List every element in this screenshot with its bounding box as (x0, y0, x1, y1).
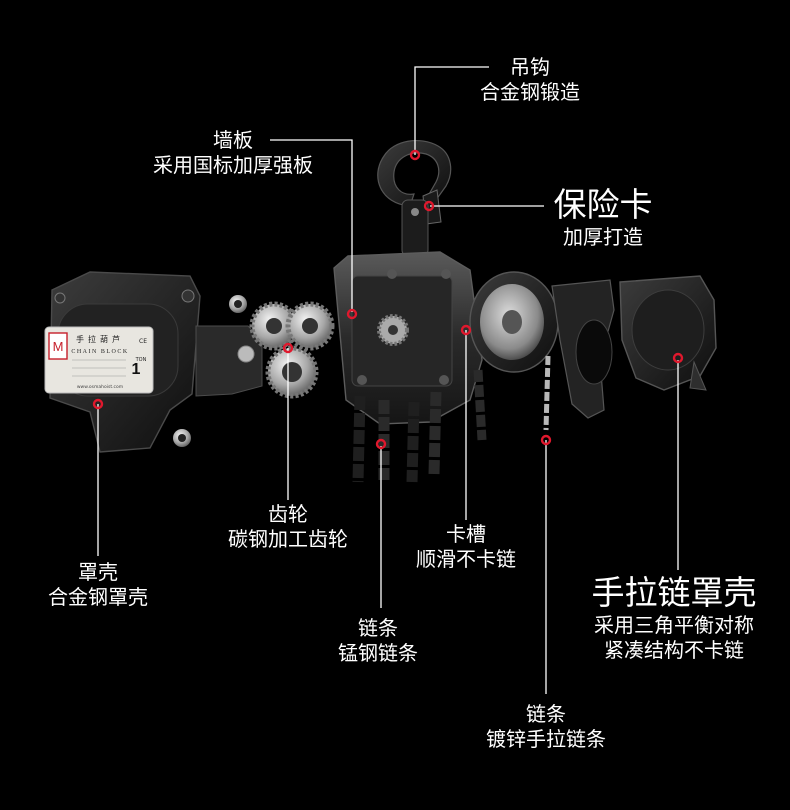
label-hook-title: 吊钩 (510, 55, 550, 79)
marker-groove (460, 324, 472, 336)
label-safety-latch-title: 保险卡 (553, 185, 653, 224)
hand-chain-wheel-part (469, 271, 559, 441)
shaft-bracket-part (173, 295, 263, 447)
label-hand-chain-cover-desc2: 紧凑结构不卡链 (604, 638, 744, 663)
label-side-plate-title: 墙板 (213, 128, 253, 152)
label-safety-latch-desc: 加厚打造 (563, 225, 643, 250)
chain-guide-part (551, 279, 615, 419)
label-hand-chain: 链条 镀锌手拉链条 (466, 702, 626, 752)
marker-cover (92, 398, 104, 410)
label-groove-title: 卡槽 (446, 522, 486, 546)
marker-gear (282, 342, 294, 354)
marker-hook (409, 149, 421, 161)
label-hand-chain-cover-desc: 采用三角平衡对称 (594, 613, 754, 638)
marker-load-chain (375, 438, 387, 450)
label-hand-chain-cover: 手拉链罩壳 采用三角平衡对称 紧凑结构不卡链 (566, 572, 782, 663)
nameplate-capacity: 1 (132, 361, 141, 378)
gear-set-part (249, 301, 335, 399)
brand-logo (48, 332, 68, 360)
label-safety-latch: 保险卡 加厚打造 (548, 184, 658, 250)
nameplate-url: www.osmahoist.com (77, 384, 123, 390)
nameplate-subtitle: CHAIN BLOCK (71, 349, 128, 355)
nameplate-title: 手拉葫芦 (76, 334, 124, 344)
label-hand-chain-desc: 镀锌手拉链条 (486, 727, 606, 751)
hand-chain-part (543, 355, 551, 431)
label-cover: 罩壳 合金钢罩壳 (28, 560, 168, 610)
label-hook: 吊钩 合金钢锻造 (455, 55, 605, 105)
label-hook-desc: 合金钢锻造 (480, 80, 580, 104)
label-side-plate: 墙板 采用国标加厚强板 (128, 128, 338, 178)
nameplate-ce-mark: CE (139, 338, 147, 345)
hook-part (377, 139, 452, 257)
label-groove: 卡槽 顺滑不卡链 (396, 522, 536, 572)
callout-markers (92, 149, 684, 450)
label-gear-desc: 碳钢加工齿轮 (228, 527, 348, 551)
label-cover-desc: 合金钢罩壳 (48, 585, 148, 609)
label-hand-chain-cover-title: 手拉链罩壳 (591, 573, 757, 612)
nameplate-unit: TON (135, 357, 147, 363)
label-gear-title: 齿轮 (268, 502, 308, 526)
leader-hook (414, 66, 489, 155)
label-load-chain-desc: 锰钢链条 (338, 641, 418, 665)
marker-safety-latch (423, 200, 435, 212)
label-hand-chain-title: 链条 (526, 702, 566, 726)
label-cover-title: 罩壳 (78, 560, 118, 584)
marker-hand-chain-cover (672, 352, 684, 364)
label-load-chain-title: 链条 (358, 616, 398, 640)
marker-side-plate (346, 308, 358, 320)
nameplate: M 手拉葫芦 CHAIN BLOCK 1 TON CE www.osmahois… (44, 326, 154, 394)
leader-side-plate (270, 139, 353, 312)
main-body-part (333, 251, 483, 425)
label-side-plate-desc: 采用国标加厚强板 (153, 153, 313, 177)
brand-logo-letter: M (53, 339, 64, 354)
label-load-chain: 链条 锰钢链条 (318, 616, 438, 666)
hand-chain-cover-part (619, 275, 717, 391)
marker-hand-chain (540, 434, 552, 446)
leader-lines (97, 66, 679, 694)
label-groove-desc: 顺滑不卡链 (416, 547, 516, 571)
label-gear: 齿轮 碳钢加工齿轮 (208, 502, 368, 552)
